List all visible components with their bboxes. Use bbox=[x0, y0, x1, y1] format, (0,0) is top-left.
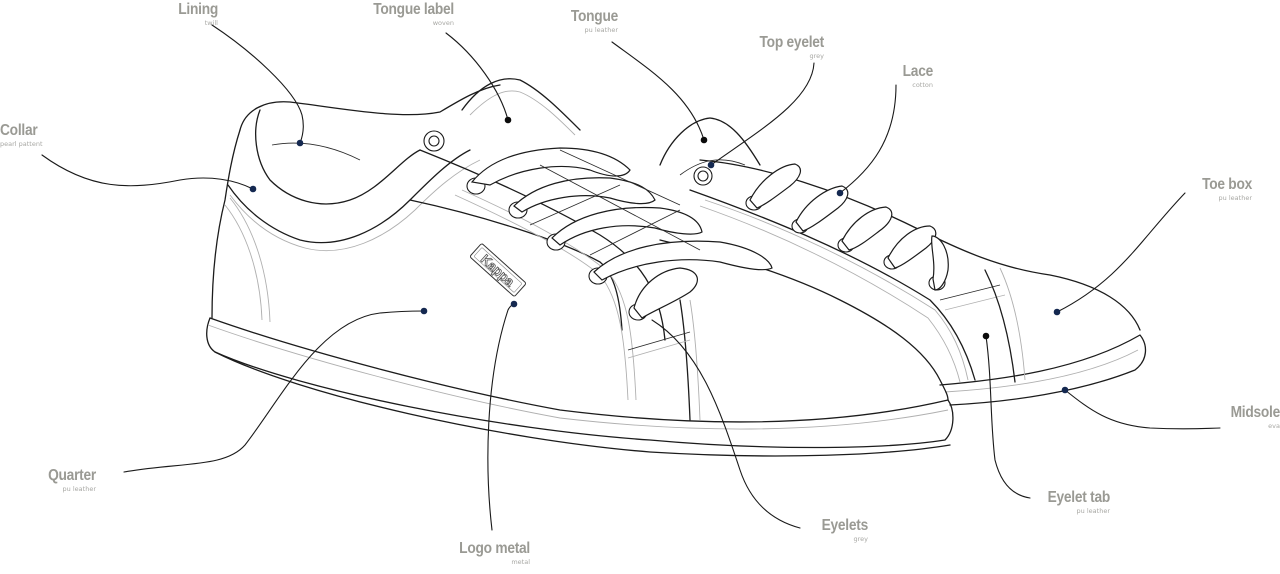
dot-lining bbox=[296, 139, 304, 147]
leader-toe-box bbox=[1056, 192, 1186, 313]
front-laces bbox=[470, 147, 773, 319]
callout-logo-metal: Logo metal metal bbox=[436, 541, 530, 566]
dot-top-eyelet bbox=[707, 161, 715, 169]
toe-top bbox=[659, 239, 949, 401]
dot-logo-metal bbox=[510, 300, 518, 308]
leader-quarter bbox=[123, 310, 425, 473]
leader-lace bbox=[839, 84, 897, 194]
dot-midsole bbox=[1061, 386, 1069, 394]
callout-title: Midsole bbox=[1230, 404, 1280, 421]
callout-material: twill bbox=[204, 19, 218, 27]
front-shoe: Kappa bbox=[206, 78, 954, 457]
dot-tongue-label bbox=[504, 116, 512, 124]
dot-collar bbox=[249, 185, 257, 193]
callout-title: Eyelets bbox=[821, 517, 869, 534]
callout-lace: Lace cotton bbox=[880, 63, 934, 89]
kappa-logo-plate: Kappa bbox=[470, 243, 526, 297]
callout-title: Lace bbox=[902, 63, 934, 80]
callout-collar: Collar pearl pattent bbox=[0, 123, 80, 148]
callout-title: Top eyelet bbox=[759, 34, 825, 51]
callout-material: eva bbox=[1268, 422, 1280, 430]
callout-eyelet-tab: Eyelet tab pu leather bbox=[1020, 489, 1111, 515]
callout-top-eyelet: Top eyelet grey bbox=[730, 34, 825, 60]
callout-title: Logo metal bbox=[459, 540, 530, 557]
collar-top bbox=[239, 84, 501, 131]
callout-title: Collar bbox=[0, 122, 38, 139]
leader-top-eyelet bbox=[710, 62, 815, 166]
callout-title: Tongue bbox=[570, 8, 618, 25]
callout-title: Tongue label bbox=[373, 1, 454, 18]
leader-eyelets bbox=[651, 319, 801, 529]
callout-material: woven bbox=[432, 19, 454, 27]
callout-title: Quarter bbox=[48, 467, 96, 484]
collar-bottom bbox=[227, 149, 471, 244]
callout-material: cotton bbox=[912, 81, 933, 89]
outsole bbox=[206, 317, 954, 449]
leader-tongue bbox=[611, 41, 705, 141]
callout-lining: Lining twill bbox=[160, 2, 218, 27]
leader-tongue-label bbox=[445, 32, 509, 121]
dot-quarter bbox=[420, 307, 428, 315]
dot-tongue bbox=[700, 136, 708, 144]
dot-toe-box bbox=[1053, 308, 1061, 316]
callout-material: metal bbox=[511, 558, 530, 566]
callout-material: pu leather bbox=[584, 26, 618, 34]
leader-collar bbox=[41, 154, 254, 190]
callout-title: Eyelet tab bbox=[1047, 489, 1111, 506]
leader-eyelet-tab bbox=[985, 335, 1031, 499]
callout-tongue: Tongue pu leather bbox=[550, 9, 618, 34]
callout-toe-box: Toe box pu leather bbox=[1180, 177, 1252, 202]
callout-eyelets: Eyelets grey bbox=[800, 517, 869, 543]
back-shoe bbox=[659, 117, 1147, 406]
callout-material: pearl pattent bbox=[0, 140, 43, 148]
callout-material: pu leather bbox=[1076, 507, 1110, 515]
leader-logo-metal bbox=[487, 303, 515, 531]
callout-quarter: Quarter pu leather bbox=[30, 468, 96, 493]
callout-material: grey bbox=[853, 535, 868, 543]
back-laces bbox=[745, 163, 949, 291]
callout-tongue-label: Tongue label woven bbox=[340, 2, 454, 27]
dot-lace bbox=[836, 189, 844, 197]
leader-lining bbox=[211, 24, 304, 144]
leader-midsole bbox=[1064, 389, 1221, 430]
dot-eyelet-tab bbox=[982, 332, 990, 340]
callout-material: pu leather bbox=[1218, 194, 1252, 202]
callout-material: grey bbox=[809, 52, 824, 60]
callout-material: pu leather bbox=[62, 485, 96, 493]
callout-midsole: Midsole eva bbox=[1210, 405, 1280, 430]
callout-title: Lining bbox=[178, 1, 218, 18]
callout-title: Toe box bbox=[1202, 176, 1252, 193]
callout-leaders bbox=[41, 24, 1221, 531]
